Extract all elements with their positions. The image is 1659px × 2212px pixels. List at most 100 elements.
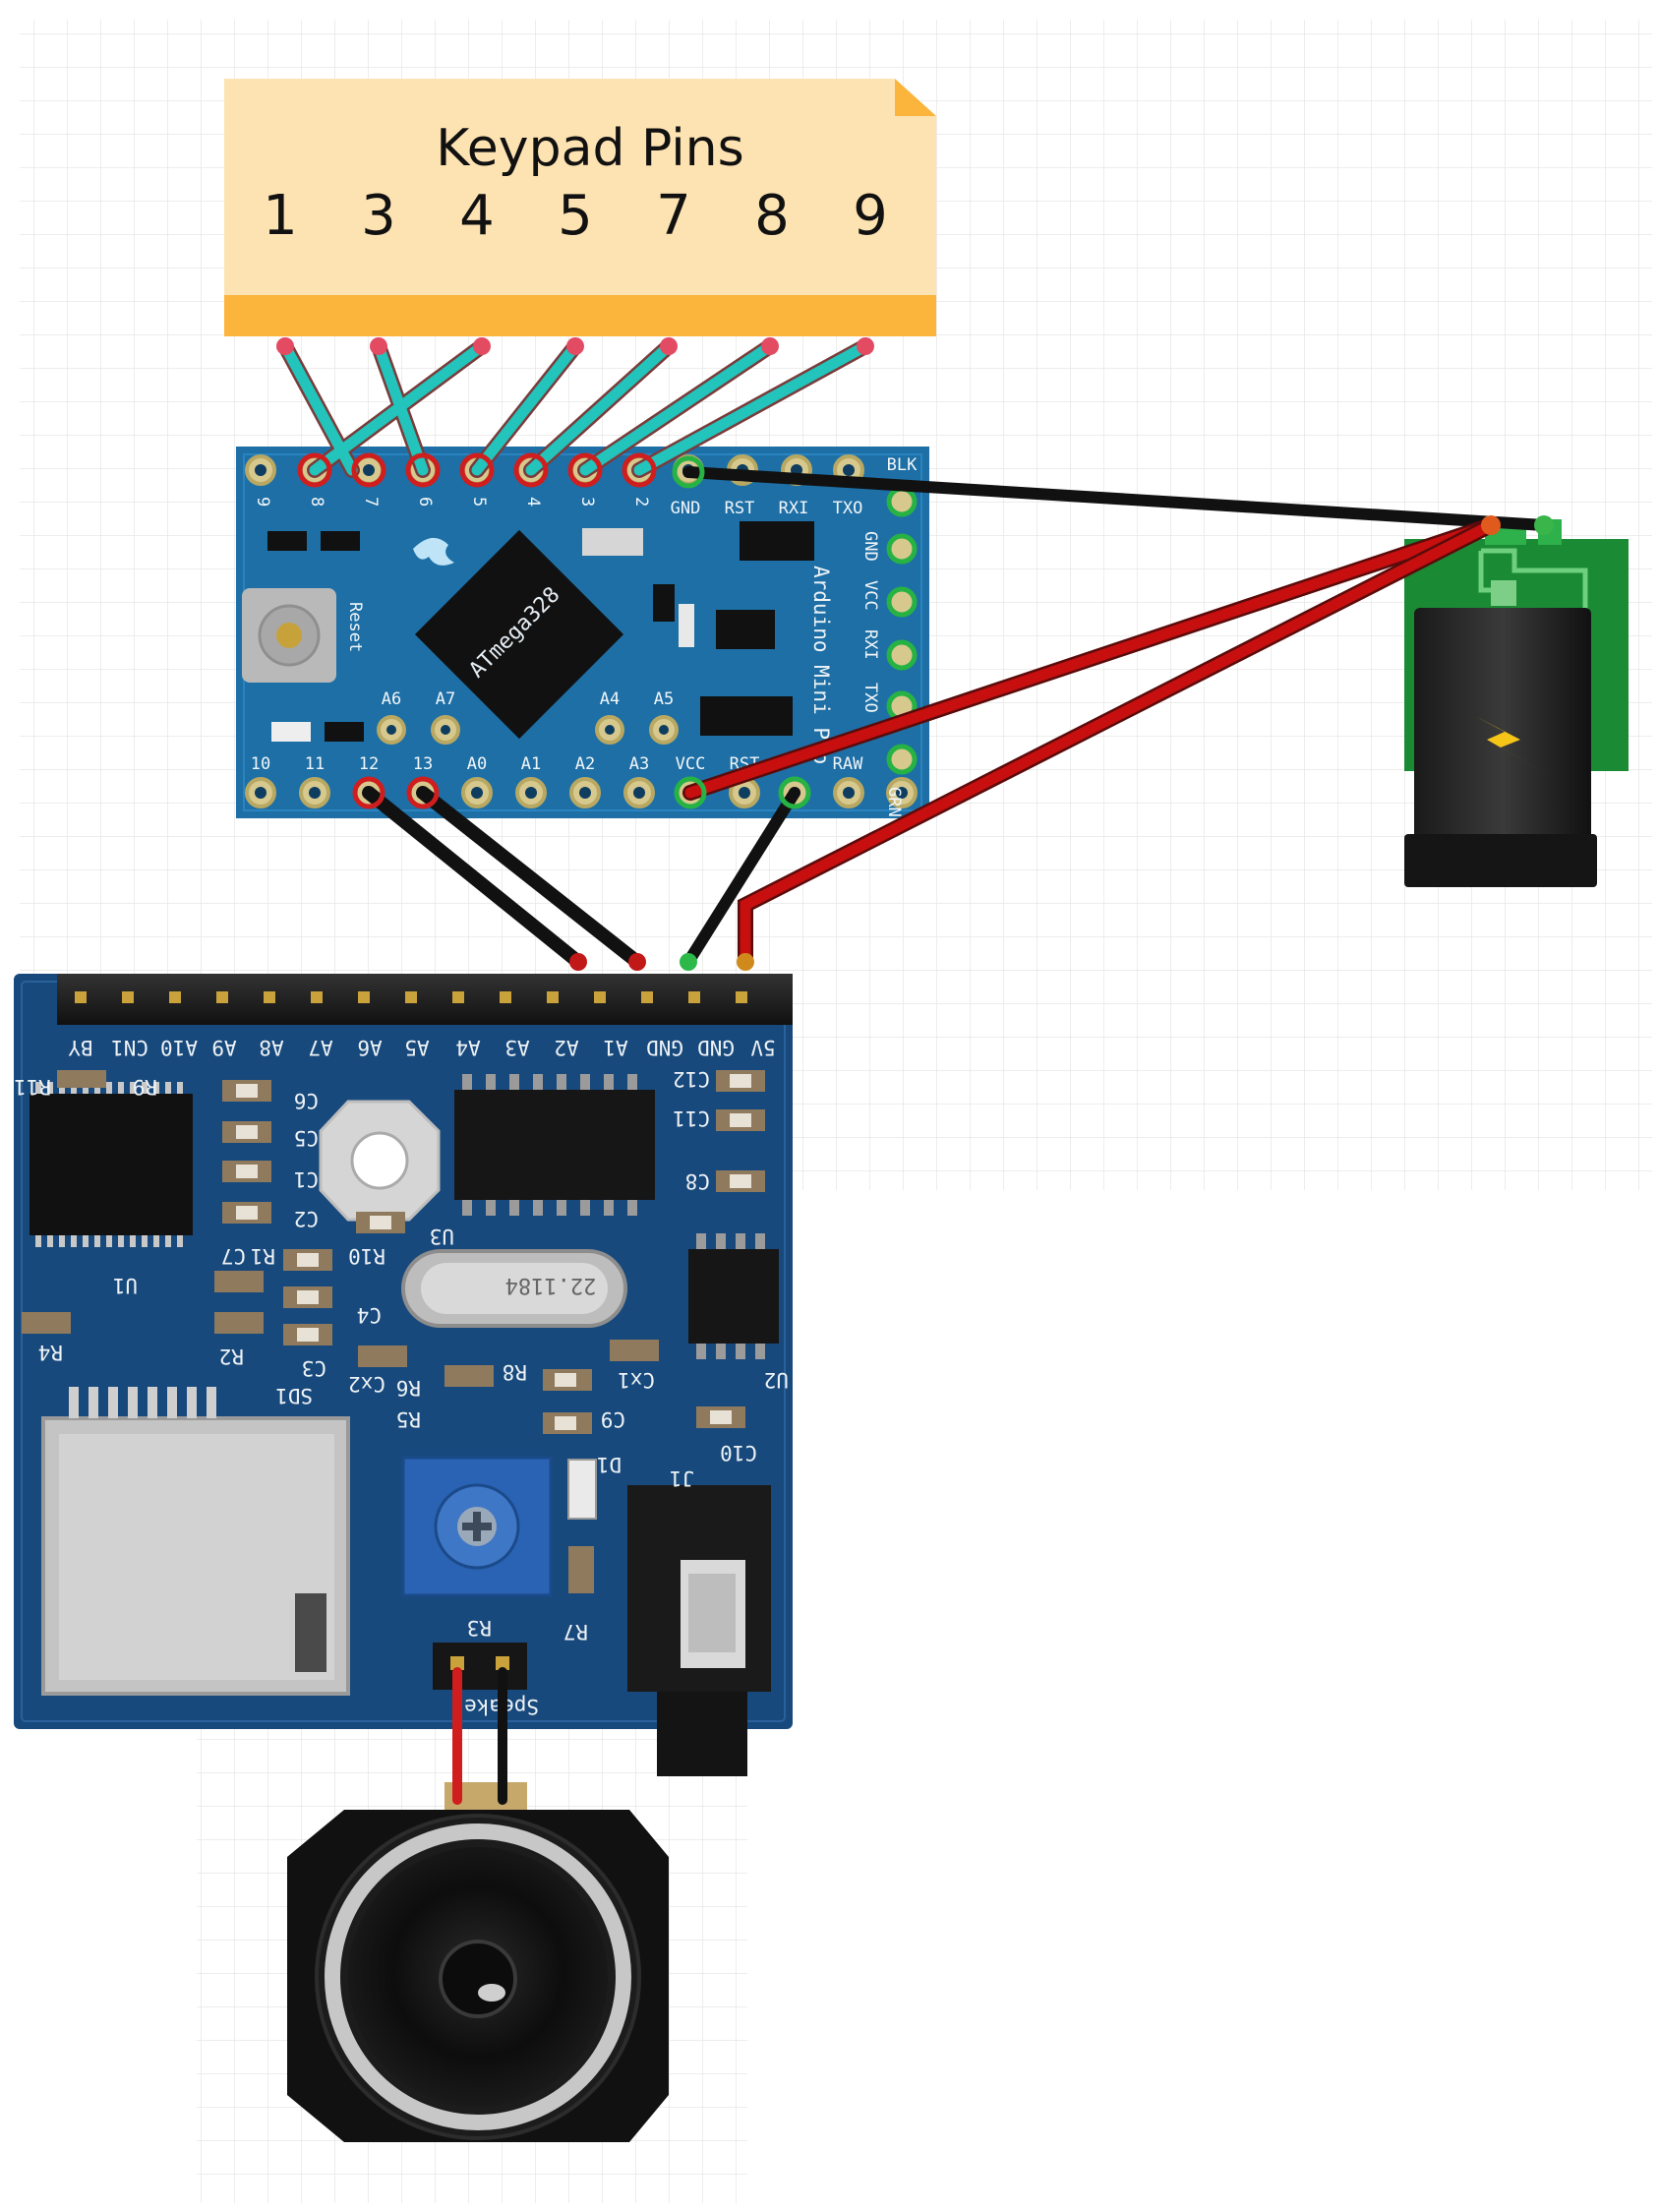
crystal-oscillator: 22.1184 — [401, 1249, 627, 1328]
pin-label: 4 — [523, 497, 543, 507]
wire-pin-13 — [416, 786, 644, 969]
header-label: CN1 — [111, 1036, 148, 1059]
audio-jack[interactable] — [627, 1485, 771, 1776]
power-wires — [352, 455, 1554, 971]
component-label: C11 — [673, 1106, 710, 1130]
note-band — [224, 295, 936, 336]
component-label: R3 — [467, 1616, 492, 1640]
speaker-wires — [452, 1667, 507, 1805]
header-label: BY — [68, 1036, 93, 1059]
keypad-pin-label: 7 — [656, 184, 691, 248]
mounting-hole — [319, 1100, 441, 1222]
component-label: D1 — [597, 1453, 622, 1476]
header-label: A7 — [308, 1036, 332, 1059]
pin-label: A4 — [600, 689, 620, 709]
speaker-surround — [325, 1823, 631, 2130]
pin-label: 9 — [253, 497, 272, 507]
header-label: 5V — [750, 1036, 776, 1059]
component-label: C10 — [720, 1441, 757, 1465]
pin-label: RST — [725, 499, 755, 518]
component — [740, 521, 814, 561]
arduino-pro-mini[interactable]: 9 8 7 6 5 4 3 2 GND RST RXI TXO BLK GND … — [236, 447, 929, 818]
pin-label: 10 — [251, 754, 270, 774]
jack-body — [1414, 608, 1591, 846]
arduino-side-pins — [886, 486, 918, 775]
component — [271, 722, 311, 742]
ic-u3 — [454, 1074, 655, 1216]
component — [700, 696, 793, 736]
pin-label: 11 — [305, 754, 325, 774]
component-label: R8 — [503, 1360, 527, 1384]
header-label: A8 — [259, 1036, 283, 1059]
pin-label: A2 — [575, 754, 595, 774]
speaker-header — [433, 1643, 527, 1690]
pin-label: RXI — [779, 499, 809, 518]
pin-label: 5 — [469, 497, 489, 507]
speaker-label: Speaker — [451, 1695, 539, 1718]
side-label: TXO — [860, 683, 880, 713]
component-label: U1 — [113, 1274, 138, 1297]
arduino-inner-pins: A6 A7 A4 A5 — [377, 689, 679, 745]
component-label: Cx2 — [348, 1372, 385, 1396]
led — [679, 604, 694, 647]
header-label: A9 — [211, 1036, 236, 1059]
component — [321, 531, 360, 551]
header-label: GND — [646, 1036, 683, 1059]
component-label: Cx1 — [618, 1368, 655, 1392]
wire-gnd-jack — [682, 466, 1550, 531]
component-label: R10 — [348, 1244, 385, 1268]
note-title: Keypad Pins — [436, 119, 743, 178]
wire-5v-module — [740, 519, 1497, 968]
component-label: C4 — [357, 1303, 382, 1327]
board-name: Arduino Mini Pro — [809, 566, 833, 764]
component-label: SD1 — [275, 1384, 313, 1407]
wire-keypad-5 — [471, 340, 581, 476]
keypad-wires — [276, 337, 874, 488]
header-label: A3 — [504, 1036, 529, 1059]
led — [567, 1459, 597, 1520]
component-label: R2 — [219, 1345, 244, 1368]
component-label: R1 — [251, 1244, 275, 1268]
pin-label: A7 — [436, 689, 455, 709]
keypad-pin-label: 1 — [263, 184, 298, 248]
note-corner-fold — [895, 79, 936, 116]
pin-label: 6 — [415, 497, 435, 507]
wire-keypad-7 — [525, 340, 675, 476]
component-label: U3 — [430, 1225, 454, 1248]
header-label: A5 — [404, 1036, 429, 1059]
pin-label: TXO — [833, 499, 863, 518]
component — [716, 610, 775, 649]
pin-label: BLK — [887, 455, 918, 475]
speaker[interactable] — [287, 1782, 669, 2142]
component — [582, 528, 643, 556]
crystal-label: 22.1184 — [505, 1273, 597, 1297]
sd-card-slot[interactable] — [41, 1387, 350, 1696]
component-label: C3 — [302, 1356, 326, 1380]
header-label: A1 — [603, 1036, 627, 1059]
component-label: C5 — [294, 1126, 319, 1150]
wire-vcc-jack — [684, 519, 1497, 799]
component-label: R7 — [563, 1620, 588, 1644]
side-label: RXI — [860, 629, 880, 660]
potentiometer[interactable] — [401, 1456, 553, 1597]
arduino-top-pin-labels: 9 8 7 6 5 4 3 2 GND RST RXI TXO BLK — [253, 455, 918, 518]
reset-button[interactable] — [242, 588, 336, 683]
ic-u1 — [30, 1082, 193, 1247]
side-label: VCC — [860, 580, 880, 611]
keypad-pins-note[interactable]: Keypad Pins 1 3 4 5 7 8 9 — [224, 79, 936, 336]
header-label: A2 — [554, 1036, 578, 1059]
pin-label: A1 — [521, 754, 541, 774]
note-body — [224, 79, 936, 295]
pin-label: A5 — [654, 689, 674, 709]
keypad-pin-label: 8 — [754, 184, 790, 248]
header-pins — [57, 974, 793, 1025]
component-label: U2 — [764, 1368, 789, 1392]
arduino-side-labels: GND VCC RXI TXO Arduino Mini Pro — [809, 531, 880, 764]
dc-power-jack[interactable] — [1404, 519, 1629, 887]
sound-module[interactable]: BY CN1 A10 A9 A8 A7 A6 A5 A4 A3 A2 A1 GN… — [14, 974, 793, 1776]
component-label: R9 — [133, 1075, 157, 1099]
pin-label: A6 — [382, 689, 401, 709]
component-label: J1 — [670, 1466, 694, 1490]
keypad-pin-label: 4 — [459, 184, 495, 248]
component-label: C7 — [221, 1244, 246, 1268]
